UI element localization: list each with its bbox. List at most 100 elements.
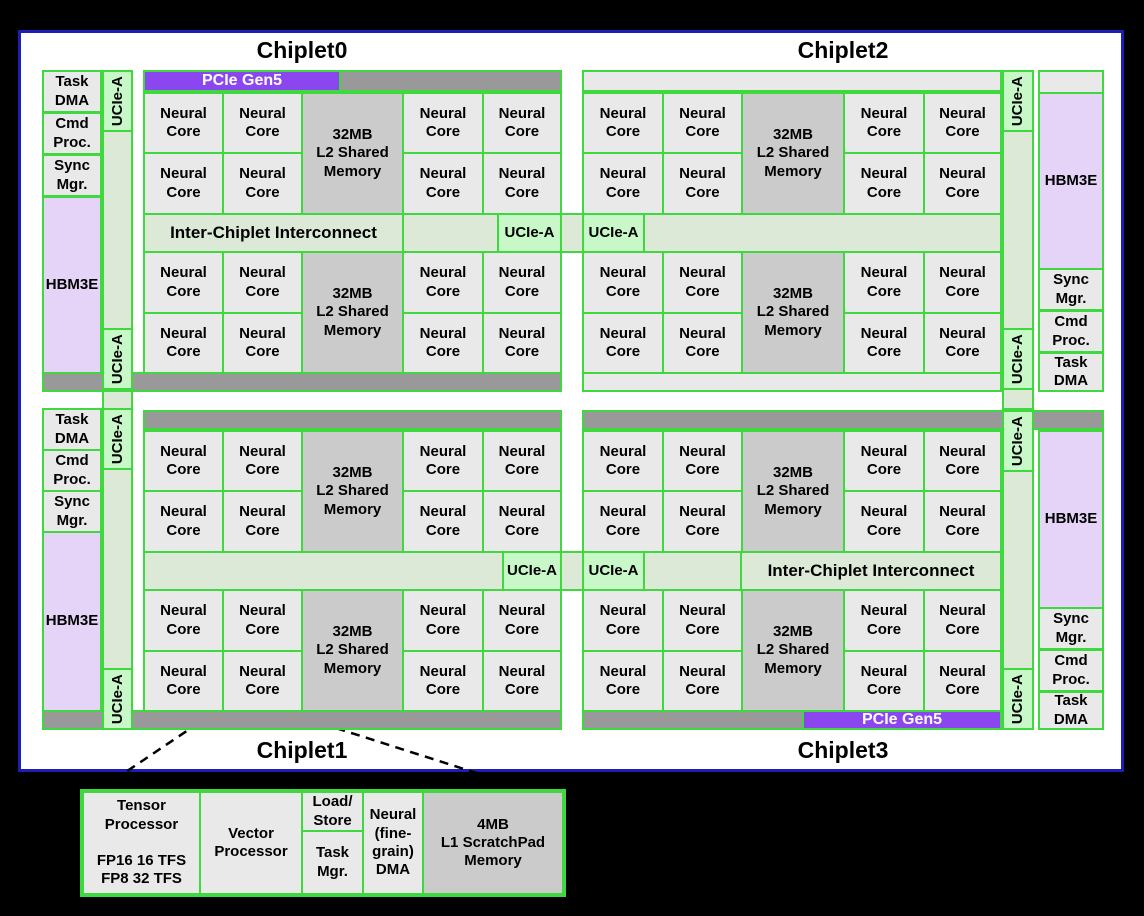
l2-shared-memory-box: 32MB L2 Shared Memory: [741, 92, 845, 215]
neural-core-box: Neural Core: [222, 490, 303, 553]
ucie-a-vertical-box: UCIe-A: [1002, 668, 1034, 730]
chiplet2-title: Chiplet2: [797, 37, 889, 63]
ucie-a-label: UCIe-A: [108, 673, 126, 724]
ucie-a-box: UCIe-A: [497, 213, 562, 253]
task-dma-box: Task DMA: [1038, 691, 1104, 730]
neural-core-box: Neural Core: [482, 430, 562, 492]
neural-core-box: Neural Core: [482, 650, 562, 712]
corner-spacer-box: [1038, 70, 1104, 94]
neural-core-box: Neural Core: [482, 251, 562, 314]
neural-core-box: Neural Core: [222, 251, 303, 314]
l2-shared-memory-box: 32MB L2 Shared Memory: [301, 92, 404, 215]
neural-core-box: Neural Core: [143, 312, 224, 374]
sync-mgr-box: Sync Mgr.: [42, 490, 102, 533]
neural-core-box: Neural Core: [482, 312, 562, 374]
hbm3e-box: HBM3E: [42, 196, 102, 374]
interconnect-segment: [643, 551, 742, 591]
bottom-bar: [582, 710, 804, 730]
neural-core-box: Neural Core: [843, 650, 925, 712]
ucie-a-label: UCIe-A: [1008, 333, 1026, 384]
neural-core-box: Neural Core: [222, 312, 303, 374]
neural-core-box: Neural Core: [143, 92, 224, 154]
l2-shared-memory-box: 32MB L2 Shared Memory: [301, 589, 404, 712]
chiplet0-title: Chiplet0: [256, 37, 348, 63]
neural-core-box: Neural Core: [923, 92, 1002, 154]
interconnect-bridge-bottom: [560, 551, 584, 591]
neural-core-box: Neural Core: [222, 650, 303, 712]
sync-mgr-box: Sync Mgr.: [1038, 607, 1104, 650]
vector-processor-box: Vector Processor: [199, 791, 303, 895]
cmd-proc-box: Cmd Proc.: [42, 449, 102, 492]
interconnect-segment: [643, 213, 1002, 253]
neural-core-box: Neural Core: [662, 152, 743, 215]
neural-core-box: Neural Core: [402, 650, 484, 712]
tensor-processor-box: Tensor Processor FP16 16 TFS FP8 32 TFS: [82, 791, 201, 895]
neural-core-box: Neural Core: [923, 312, 1002, 374]
neural-core-box: Neural Core: [843, 152, 925, 215]
neural-core-box: Neural Core: [923, 152, 1002, 215]
neural-core-box: Neural Core: [482, 92, 562, 154]
top-bar: [582, 70, 1002, 92]
neural-core-box: Neural Core: [402, 92, 484, 154]
ucie-a-vertical-box: UCIe-A: [1002, 410, 1034, 472]
neural-core-box: Neural Core: [222, 430, 303, 492]
ucie-a-vertical-box: UCIe-A: [1002, 328, 1034, 390]
cmd-proc-box: Cmd Proc.: [1038, 310, 1104, 353]
l2-shared-memory-box: 32MB L2 Shared Memory: [301, 430, 404, 553]
task-dma-box: Task DMA: [42, 408, 102, 451]
pcie-gen5-bar: PCIe Gen5: [802, 710, 1002, 730]
interconnect-segment: [143, 551, 504, 591]
neural-core-box: Neural Core: [923, 490, 1002, 553]
bottom-bar: [42, 372, 562, 392]
ucie-a-label: UCIe-A: [1008, 75, 1026, 126]
neural-core-box: Neural Core: [843, 589, 925, 652]
neural-core-box: Neural Core: [222, 589, 303, 652]
top-bar: [143, 410, 562, 430]
neural-core-box: Neural Core: [582, 152, 664, 215]
neural-core-box: Neural Core: [482, 152, 562, 215]
ucie-a-vertical-box: UCIe-A: [102, 668, 133, 730]
neural-core-box: Neural Core: [843, 312, 925, 374]
neural-core-box: Neural Core: [582, 92, 664, 154]
hbm3e-box: HBM3E: [1038, 430, 1104, 609]
neural-core-box: Neural Core: [402, 490, 484, 553]
neural-core-box: Neural Core: [402, 312, 484, 374]
neural-core-box: Neural Core: [662, 589, 743, 652]
ucie-a-box: UCIe-A: [582, 213, 645, 253]
bottom-bar: [582, 372, 1002, 392]
neural-core-box: Neural Core: [482, 589, 562, 652]
ucie-a-vertical-box: UCIe-A: [102, 408, 133, 470]
neural-core-box: Neural Core: [662, 430, 743, 492]
task-dma-box: Task DMA: [42, 70, 102, 113]
neural-core-box: Neural Core: [662, 650, 743, 712]
neural-core-box: Neural Core: [582, 312, 664, 374]
chiplet3-title: Chiplet3: [797, 737, 889, 763]
neural-core-box: Neural Core: [143, 430, 224, 492]
top-bar: [339, 70, 562, 92]
neural-core-box: Neural Core: [582, 430, 664, 492]
ucie-a-vertical-box: UCIe-A: [1002, 70, 1034, 132]
neural-core-box: Neural Core: [662, 92, 743, 154]
top-bar: [1032, 410, 1104, 430]
ucie-a-label: UCIe-A: [1008, 415, 1026, 466]
l2-shared-memory-box: 32MB L2 Shared Memory: [301, 251, 404, 374]
l2-shared-memory-box: 32MB L2 Shared Memory: [741, 430, 845, 553]
neural-core-box: Neural Core: [402, 430, 484, 492]
neural-core-box: Neural Core: [143, 251, 224, 314]
neural-core-box: Neural Core: [402, 589, 484, 652]
neural-core-box: Neural Core: [923, 251, 1002, 314]
neural-core-box: Neural Core: [482, 490, 562, 553]
neural-core-box: Neural Core: [582, 490, 664, 553]
neural-core-box: Neural Core: [843, 430, 925, 492]
ucie-a-box: UCIe-A: [502, 551, 562, 591]
neural-core-box: Neural Core: [843, 92, 925, 154]
neural-core-box: Neural Core: [222, 92, 303, 154]
neural-core-box: Neural Core: [843, 490, 925, 553]
neural-core-box: Neural Core: [582, 251, 664, 314]
neural-core-box: Neural Core: [143, 650, 224, 712]
neural-core-box: Neural Core: [222, 152, 303, 215]
chiplet1-title: Chiplet1: [256, 737, 348, 763]
inter-chiplet-interconnect-bar: Inter-Chiplet Interconnect: [740, 551, 1002, 591]
neural-fine-grain-dma-box: Neural (fine- grain) DMA: [362, 791, 424, 895]
